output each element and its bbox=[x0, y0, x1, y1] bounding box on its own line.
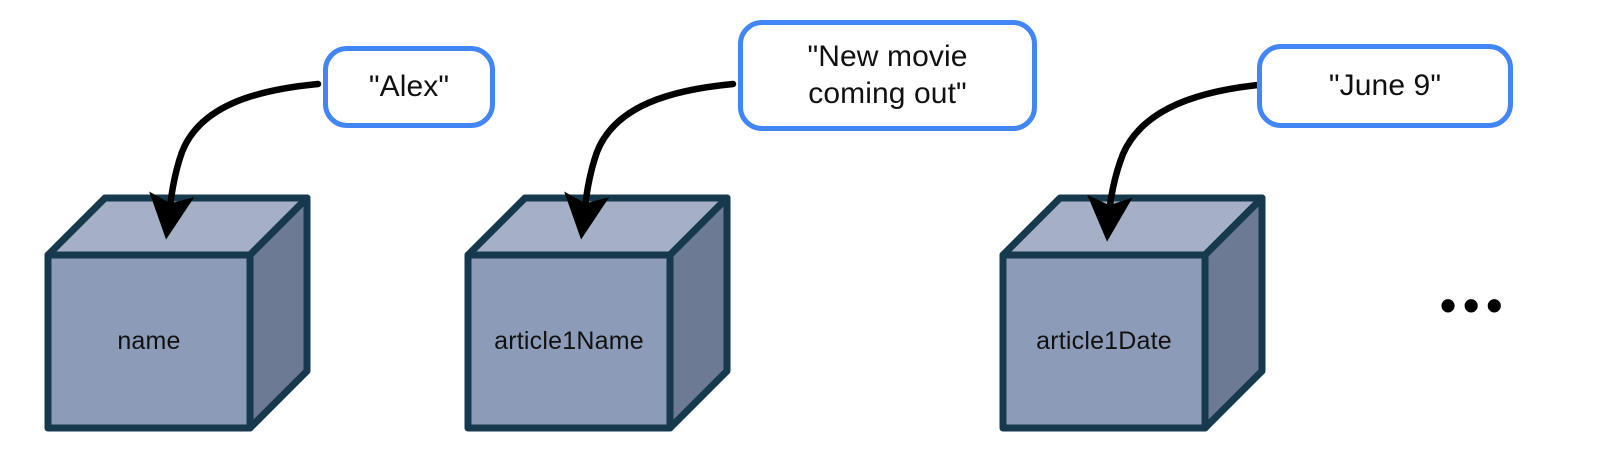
cube-name[interactable] bbox=[44, 194, 311, 432]
cube-front-face bbox=[464, 251, 674, 432]
arrow-to-name bbox=[149, 80, 322, 240]
cube-front-face bbox=[44, 251, 254, 432]
bubble-new-movie[interactable]: "New movie coming out" bbox=[738, 20, 1037, 131]
bubble-june-9[interactable]: "June 9" bbox=[1257, 44, 1513, 128]
arrow-to-article1date bbox=[1087, 80, 1272, 242]
bubble-alex[interactable]: "Alex" bbox=[323, 46, 495, 128]
arrow-to-article1name bbox=[564, 80, 737, 240]
cube-front-face bbox=[999, 251, 1209, 432]
cube-article1name[interactable] bbox=[464, 194, 731, 432]
cube-article1date[interactable] bbox=[999, 194, 1266, 432]
ellipsis-more-properties: ••• bbox=[1440, 279, 1510, 331]
